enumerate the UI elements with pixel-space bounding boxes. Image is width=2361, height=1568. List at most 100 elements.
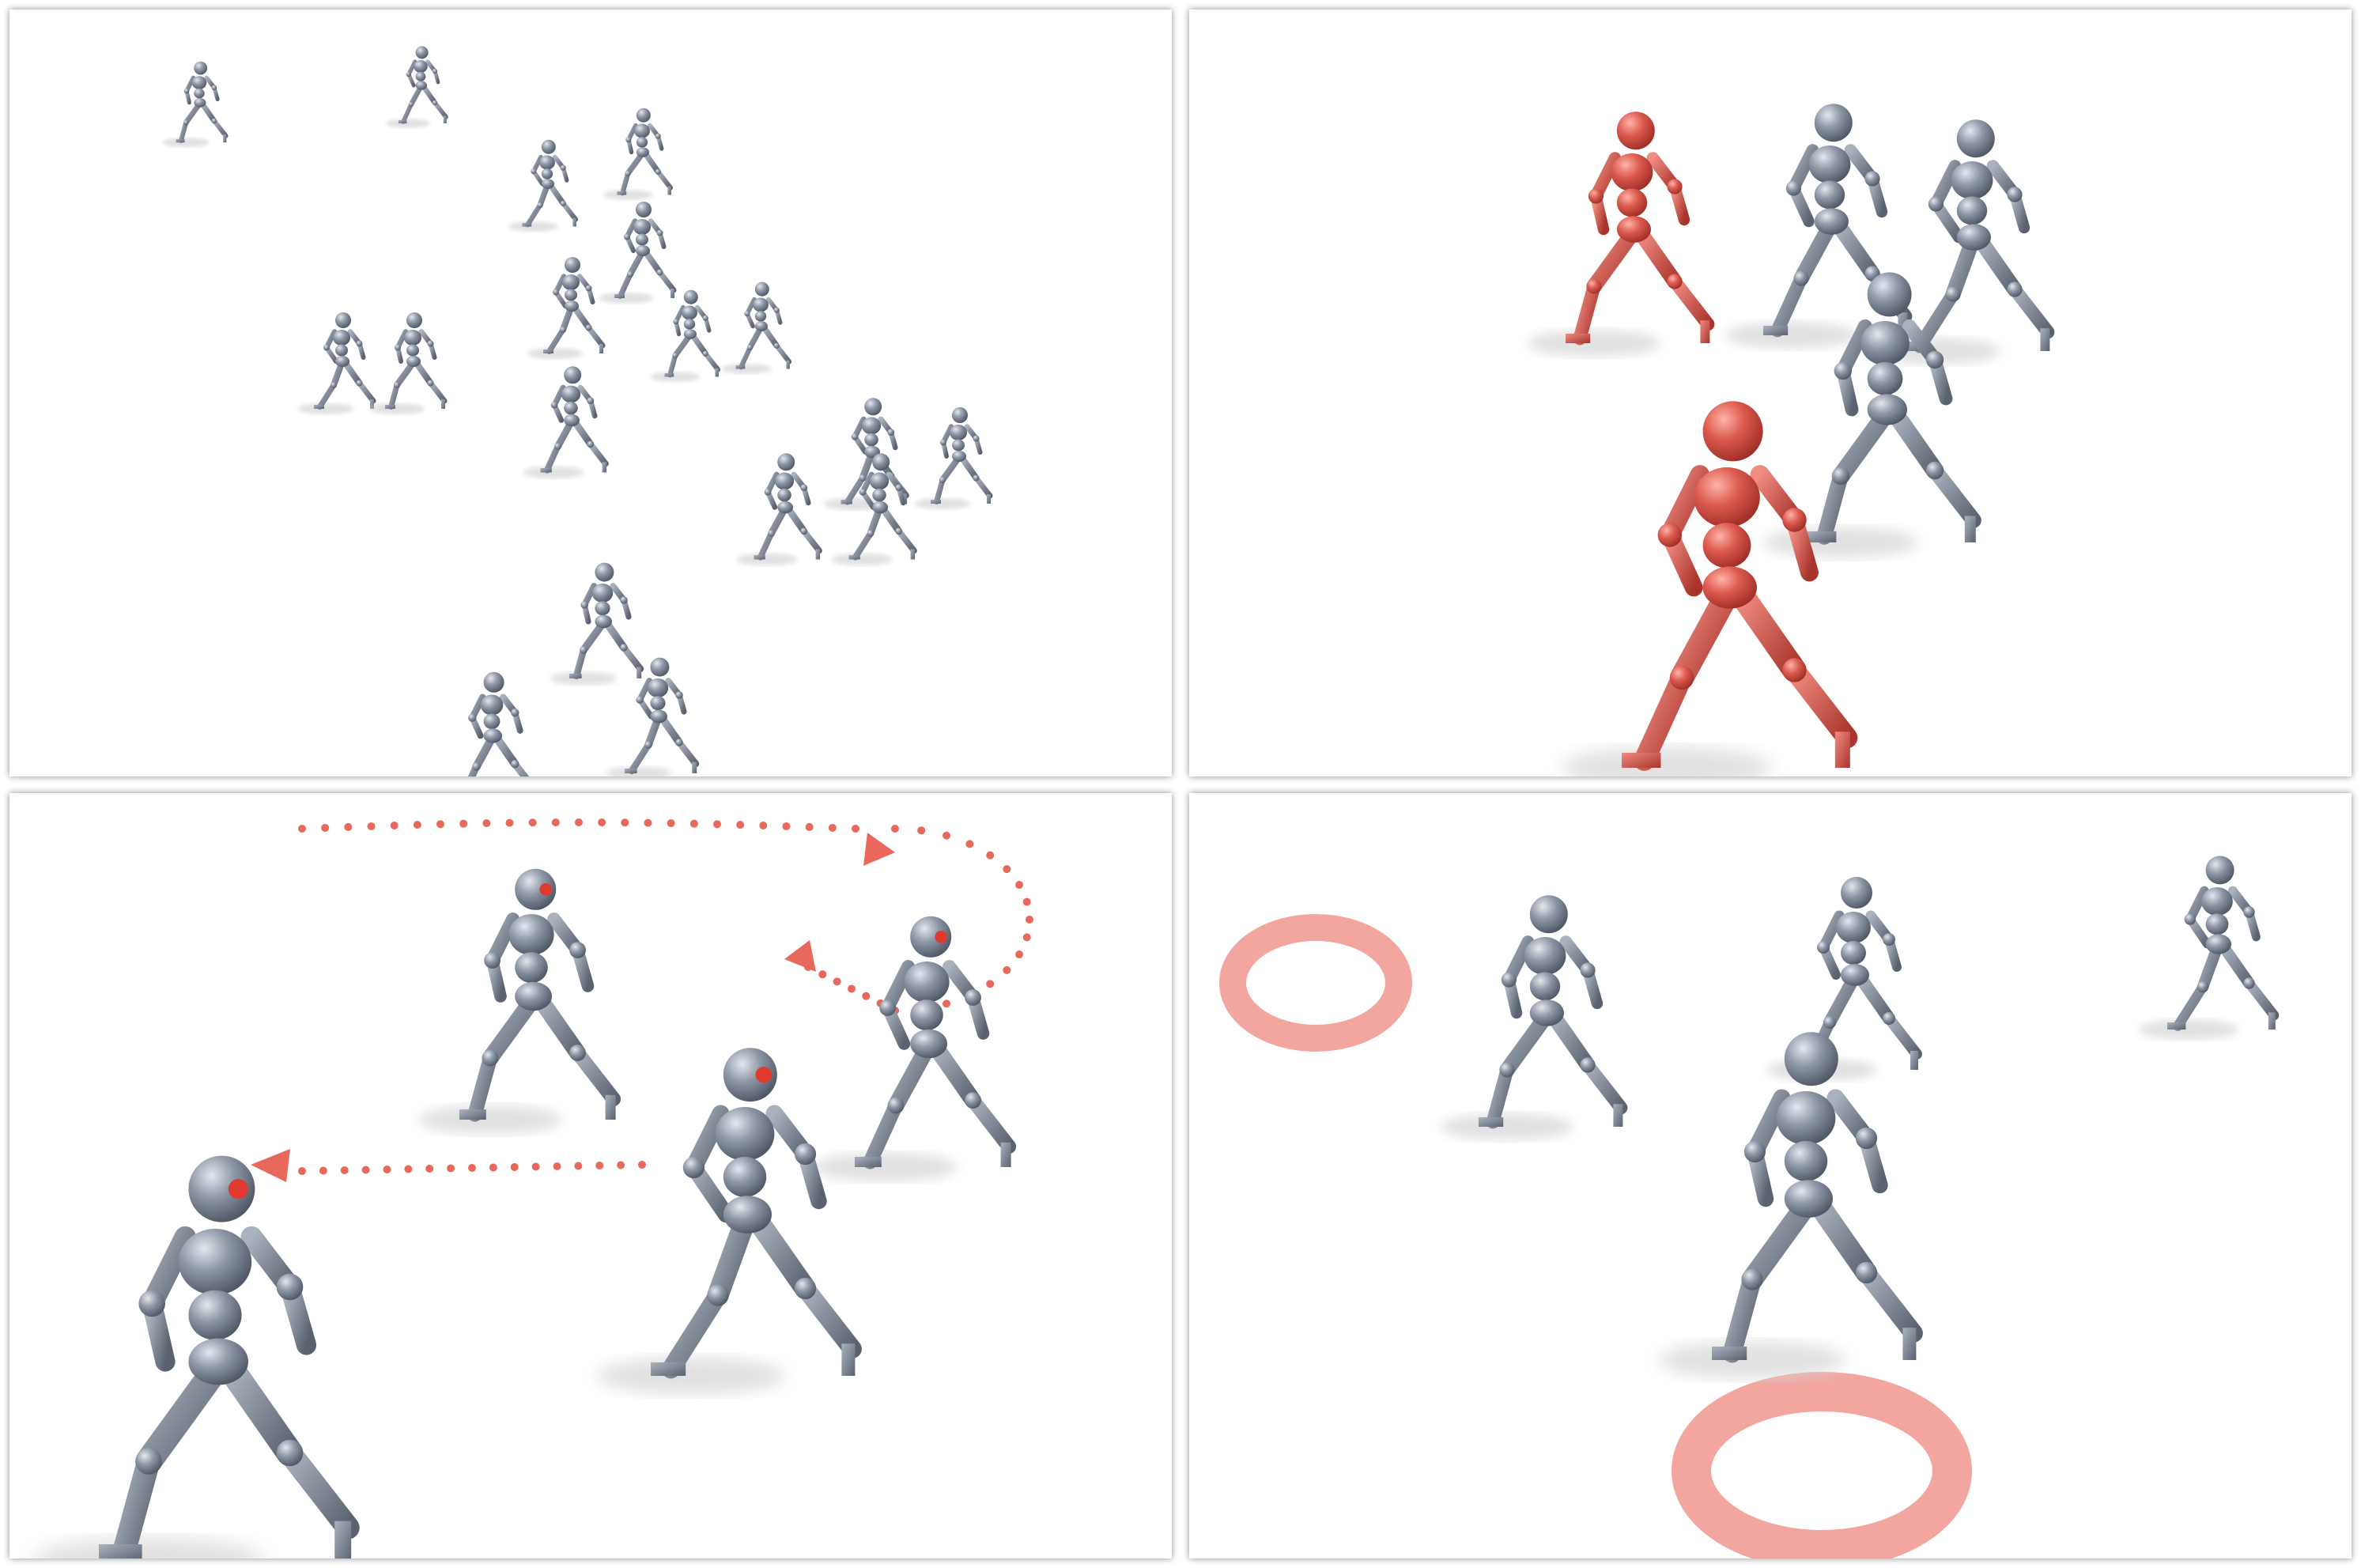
mannequin-figure [1528,111,1715,357]
path-dot [531,1162,540,1171]
path-dot [782,822,791,830]
path-dot [459,819,468,828]
panel-interaction [1189,9,2352,776]
mannequin-figure [162,61,229,148]
path-dot [482,819,491,828]
mannequin-figure [1658,1032,1923,1379]
mannequin-figure [467,671,530,776]
path-dot [1022,933,1031,942]
mannequin-figure [418,868,621,1135]
path-dot [436,820,444,829]
path-dot [447,1164,455,1173]
path-dot [1026,916,1033,924]
path-dot [1022,897,1031,906]
path-dot [943,831,951,840]
path-dot [383,1166,391,1173]
path-dot [713,820,721,829]
path-dot [689,819,698,828]
mannequin-figure [721,281,792,374]
mannequin-figure [369,312,448,414]
path-dot [644,818,652,827]
path-dot [595,1162,604,1169]
figure-group [1528,104,2055,776]
path-dot [298,1167,306,1175]
path-dot [667,819,675,828]
path-dot [298,825,306,833]
path-dot [828,823,837,832]
path-dot [736,821,745,829]
figure-group [162,46,993,776]
mannequin-figure [1441,895,1628,1140]
path-dot [943,999,951,1008]
path-dot [862,992,871,1000]
figure-group [1441,856,2280,1379]
mannequin-figure [550,562,644,686]
mannequin-figure [32,1155,360,1559]
path-dot [891,825,899,833]
path-dot [404,1165,413,1173]
mannequin-figure [603,108,674,200]
crowd-scene [162,46,993,776]
mannequin-figure [915,407,993,509]
path-dot [917,826,926,835]
path-dot [575,818,583,826]
mannequin-figure [386,46,448,128]
path-dot [413,821,421,829]
panel-trajectory [9,793,1172,1559]
targets-scene [1219,856,2280,1559]
mannequin-figure [599,202,677,304]
mannequin-figure [1562,401,1858,776]
mannequin-figure [736,453,822,566]
path-dot [638,1161,646,1169]
path-dot [510,1163,519,1171]
ring-target-left [1219,914,1412,1052]
path-dot [574,1162,583,1170]
figure-group [32,868,1017,1559]
arrow-head-1 [863,833,895,866]
path-dot [367,822,376,830]
path-dot [551,818,560,827]
path-dot [1015,880,1024,889]
mannequin-figure [527,257,606,359]
path-dot [1015,950,1024,959]
panel-targets [1189,793,2352,1559]
path-dot [361,1166,370,1174]
path-dot [340,1166,349,1174]
path-dot [818,970,827,979]
path-dot [1003,965,1011,974]
path-dot [528,818,537,827]
mannequin-figure [823,398,909,511]
path-dot [759,822,768,829]
path-dot [852,825,859,833]
mannequin-figure [650,289,721,382]
path-dot [344,822,353,831]
path-dot [848,984,856,993]
mannequin-figure [2139,856,2280,1040]
mannequin-figure [814,916,1017,1182]
panel-crowd [9,9,1172,776]
path-dot [468,1164,476,1172]
path-dot [986,851,995,860]
path-dot [833,977,841,986]
mannequin-figure [597,1048,862,1395]
path-dot [425,1165,434,1173]
trajectory-scene [32,818,1033,1559]
path-dots [298,818,1033,1175]
path-dot [617,1161,625,1169]
path-dot [598,818,606,827]
mannequin-figure [606,657,700,776]
path-dot [505,818,514,827]
arrow-head-2 [784,940,816,972]
arrow-head-3 [251,1149,290,1182]
interaction-scene [1528,104,2055,776]
path-dot [319,1166,327,1175]
mannequin-figure [298,312,376,414]
path-dot [553,1162,561,1170]
path-dot [805,822,814,831]
path-dot [621,818,629,827]
mannequin-figure [523,366,609,479]
path-dot [965,840,974,848]
path-dot [390,822,399,829]
mannequin-figure [508,139,579,232]
path-dot [1003,865,1011,874]
